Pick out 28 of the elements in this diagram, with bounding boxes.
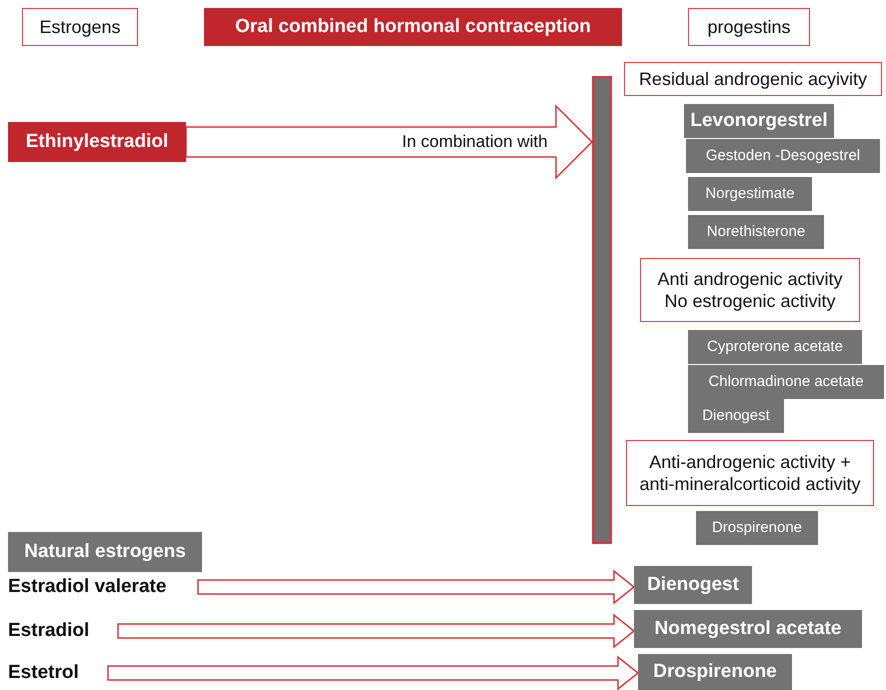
drug-label: Norgestimate — [688, 177, 812, 211]
block-arrow — [117, 613, 636, 649]
block-arrow — [185, 104, 594, 180]
edge-label: In combination with — [402, 132, 548, 152]
drug-label: Dienogest — [634, 566, 752, 604]
block-arrow — [197, 569, 636, 605]
drug-label: Drospirenone — [696, 511, 818, 545]
category-box: Anti-androgenic activity + anti-mineralcorticoid activity — [626, 440, 874, 506]
vertical-bar — [592, 76, 612, 544]
drug-banner: Ethinylestradiol — [8, 122, 186, 162]
block-arrow — [107, 655, 640, 690]
section-banner: Natural estrogens — [8, 532, 202, 572]
drug-label: Levonorgestrel — [684, 104, 834, 138]
heading-box: progestins — [688, 8, 810, 46]
drug-label: Chlormadinone acetate — [688, 365, 884, 399]
drug-name: Estetrol — [8, 658, 108, 688]
drug-label: Drospirenone — [638, 654, 792, 690]
drug-label: Norethisterone — [688, 215, 824, 249]
drug-name: Estradiol — [8, 616, 118, 646]
drug-name: Estradiol valerate — [8, 572, 198, 602]
drug-label: Dienogest — [688, 399, 784, 433]
drug-label: Gestoden -Desogestrel — [686, 139, 880, 173]
title-banner: Oral combined hormonal contraception — [204, 8, 622, 46]
category-box: Anti androgenic activity No estrogenic activity — [640, 258, 860, 322]
drug-label: Cyproterone acetate — [688, 330, 862, 364]
category-box: Residual androgenic acyivity — [624, 62, 882, 96]
drug-label: Nomegestrol acetate — [634, 610, 862, 648]
heading-box: Estrogens — [22, 8, 138, 46]
